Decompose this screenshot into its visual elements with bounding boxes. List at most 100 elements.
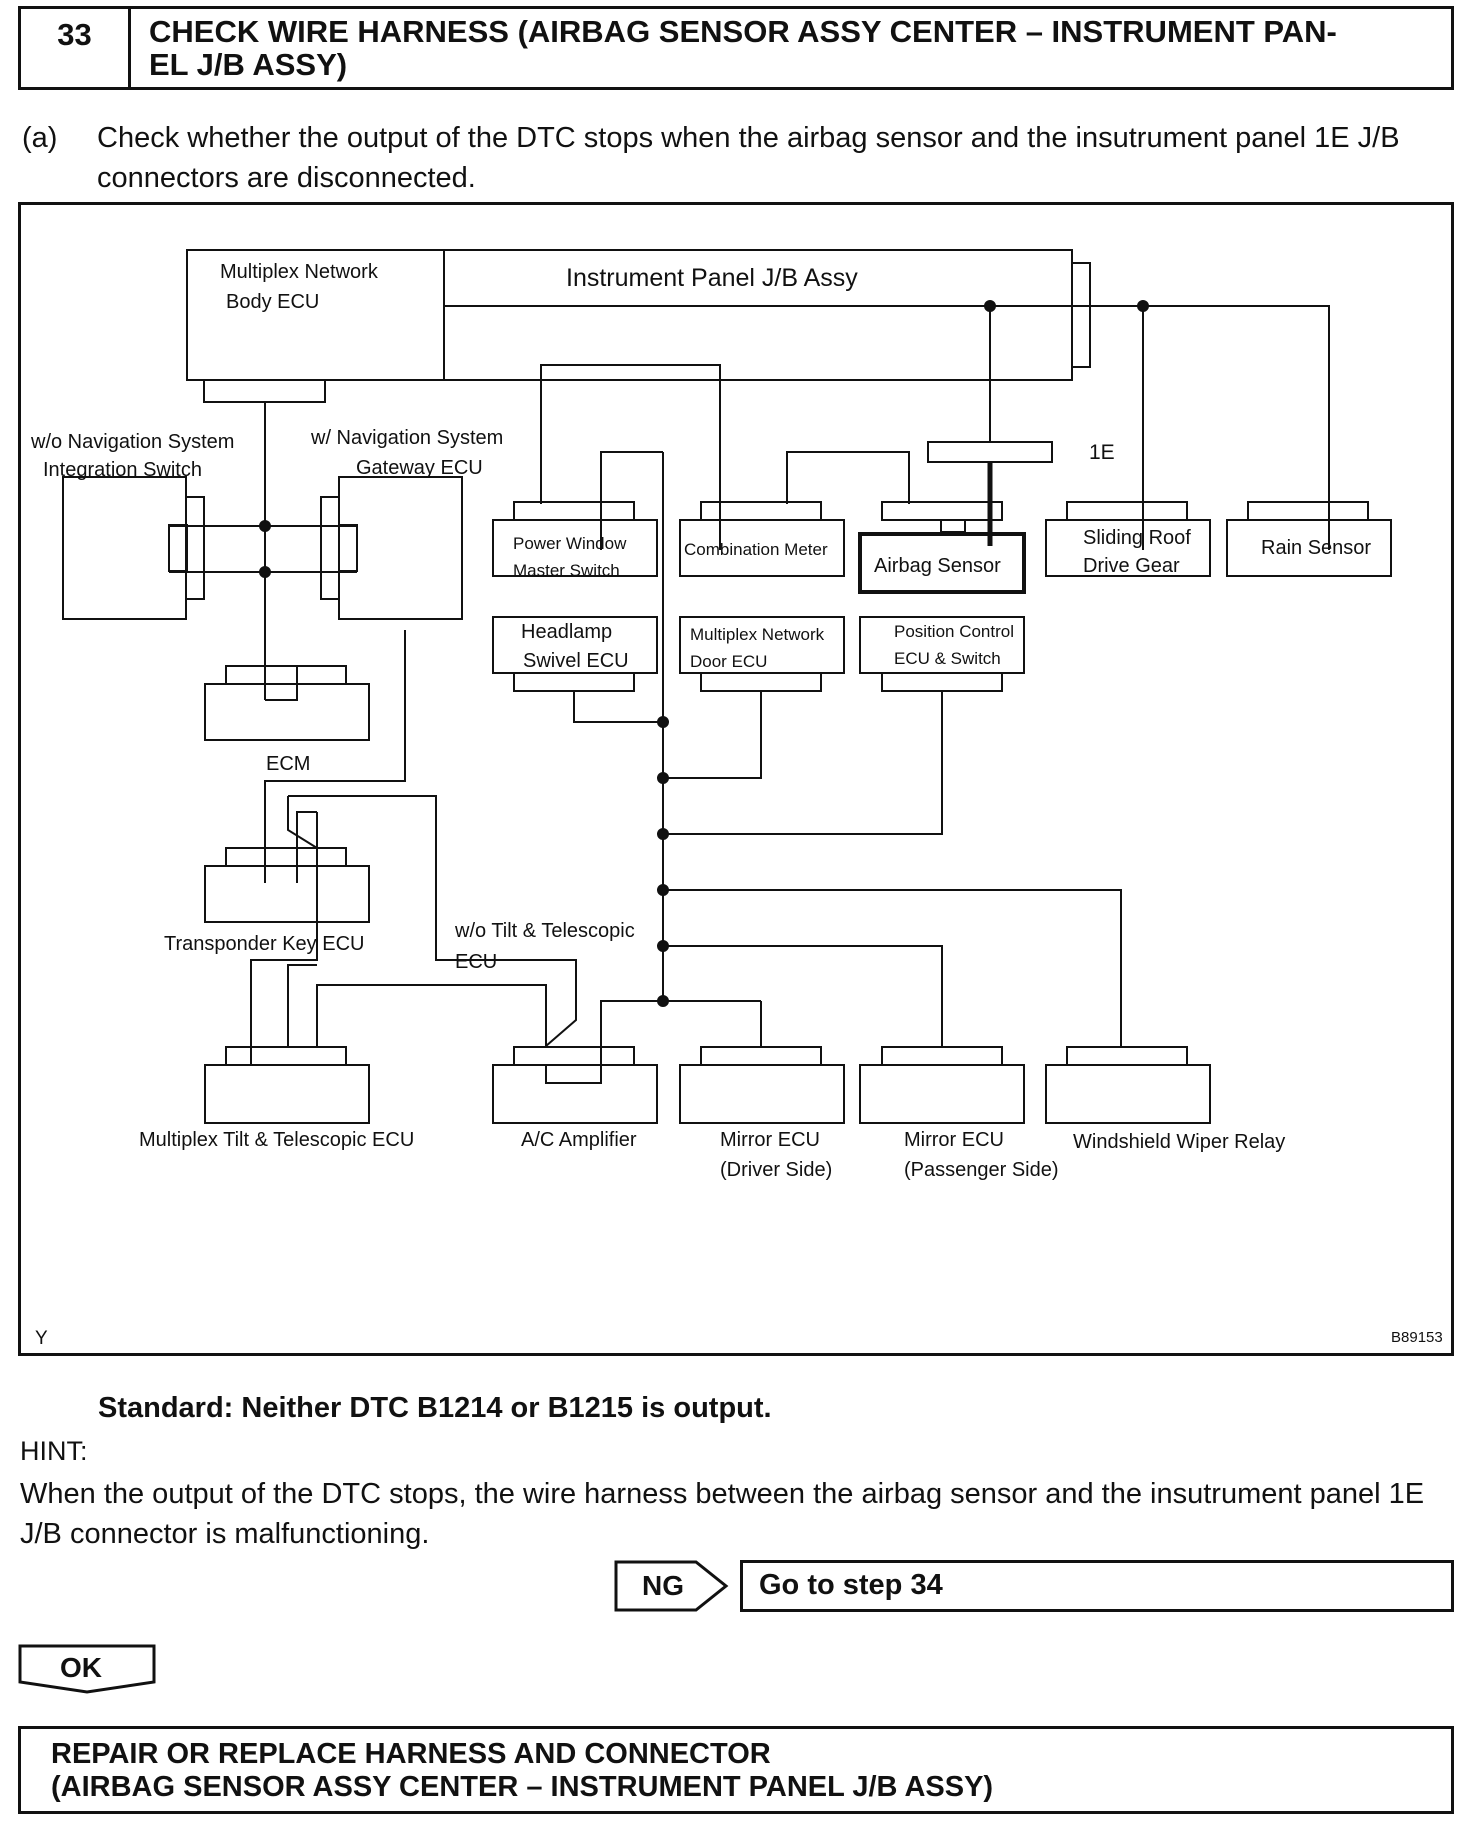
- body-ecu-connector: [203, 379, 326, 403]
- mirror-driver-label-1: Mirror ECU: [720, 1129, 820, 1151]
- step-title-line1: CHECK WIRE HARNESS (AIRBAG SENSOR ASSY C…: [149, 14, 1337, 49]
- repair-line1: REPAIR OR REPLACE HARNESS AND CONNECTOR: [51, 1738, 771, 1770]
- sliding-roof-label-1: Sliding Roof: [1083, 527, 1191, 549]
- step-a-marker: (a): [22, 122, 58, 154]
- wiring-diagram-svg: Multiplex Network Body ECU Instrument Pa…: [30, 249, 1443, 1349]
- jb-side-connector: [1071, 262, 1091, 368]
- wo-tilt-label-1: w/o Tilt & Telescopic: [454, 920, 635, 942]
- door-ecu-label-2: Door ECU: [690, 652, 767, 671]
- body-ecu-label-1: Multiplex Network: [220, 261, 379, 283]
- transponder-connector: [225, 847, 347, 867]
- airbag-sensor-box: [858, 532, 1026, 594]
- sliding-roof-connector: [1066, 501, 1188, 521]
- step-header: 33 CHECK WIRE HARNESS (AIRBAG SENSOR ASS…: [18, 6, 1454, 90]
- ok-label: OK: [60, 1652, 102, 1683]
- bus-to-power-window: [600, 451, 663, 550]
- jb-assy-label: Instrument Panel J/B Assy: [566, 264, 858, 292]
- ok-button[interactable]: OK: [18, 1644, 158, 1696]
- w-nav-label-1: w/ Navigation System: [310, 427, 503, 449]
- tilt-ecu-label: Multiplex Tilt & Telescopic ECU: [139, 1129, 414, 1151]
- wo-tilt-label-2: ECU: [455, 951, 497, 973]
- airbag-sensor-connector: [881, 501, 1003, 521]
- power-window-connector: [513, 501, 635, 521]
- transponder-to-ac: [288, 795, 577, 1047]
- headlamp-to-bus: [573, 691, 663, 723]
- wo-nav-label-2: Integration Switch: [43, 459, 202, 481]
- tilt-ecu-connector: [225, 1046, 347, 1066]
- door-to-bus: [663, 691, 762, 779]
- combination-meter-label: Combination Meter: [684, 540, 828, 559]
- transponder-wire-a: [264, 630, 406, 883]
- ecm-label: ECM: [266, 753, 310, 775]
- gateway-ecu-plug: [338, 524, 358, 572]
- gateway-ecu-connector: [320, 496, 340, 600]
- wo-nav-label-1: w/o Navigation System: [30, 431, 234, 453]
- door-ecu-label-1: Multiplex Network: [690, 625, 825, 644]
- headlamp-label-2: Swivel ECU: [523, 650, 629, 672]
- corner-y-label: Y: [35, 1328, 48, 1349]
- transponder-label: Transponder Key ECU: [164, 933, 364, 955]
- standard-text: Standard: Neither DTC B1214 or B1215 is …: [98, 1392, 772, 1424]
- mirror-driver-connector: [700, 1046, 822, 1066]
- power-window-label-2: Master Switch: [513, 561, 620, 580]
- hint-text: When the output of the DTC stops, the wi…: [20, 1478, 1425, 1550]
- sliding-roof-label-2: Drive Gear: [1083, 555, 1180, 577]
- ecm-wire: [265, 666, 298, 701]
- power-window-label-1: Power Window: [513, 534, 627, 553]
- rain-sensor-label: Rain Sensor: [1261, 537, 1371, 559]
- bus-to-wiper: [663, 889, 1122, 1047]
- integration-switch-box: [62, 476, 187, 620]
- ecm-connector: [225, 665, 347, 685]
- transponder-box: [204, 865, 370, 923]
- integration-switch-connector: [185, 496, 205, 600]
- junction-dot: [984, 300, 996, 312]
- go-to-step-link[interactable]: Go to step 34: [740, 1560, 1454, 1612]
- position-label-2: ECU & Switch: [894, 649, 1001, 668]
- combination-meter-connector: [700, 501, 822, 521]
- wiring-diagram: Multiplex Network Body ECU Instrument Pa…: [18, 202, 1454, 1356]
- mirror-pass-label-1: Mirror ECU: [904, 1129, 1004, 1151]
- repair-title: REPAIR OR REPLACE HARNESS AND CONNECTOR …: [51, 1738, 993, 1804]
- junction-dot: [1137, 300, 1149, 312]
- ac-to-bus: [545, 1000, 663, 1084]
- body-ecu-label-2: Body ECU: [226, 291, 319, 313]
- step-title: CHECK WIRE HARNESS (AIRBAG SENSOR ASSY C…: [149, 15, 1439, 81]
- w-nav-label-2: Gateway ECU: [356, 457, 483, 479]
- ac-amplifier-connector: [513, 1046, 635, 1066]
- step-number: 33: [21, 9, 131, 87]
- ng-arrow-icon: NG: [614, 1560, 729, 1612]
- tilt-wire: [287, 964, 317, 1047]
- rain-sensor-connector: [1247, 501, 1369, 521]
- hint-label: HINT:: [20, 1436, 88, 1466]
- jb-to-meter: [540, 364, 721, 550]
- figure-id: B89153: [1391, 1329, 1443, 1346]
- position-to-bus: [663, 691, 943, 835]
- door-ecu-connector: [700, 672, 822, 692]
- mirror-pass-label-2: (Passenger Side): [904, 1159, 1059, 1181]
- mirror-pass-box: [859, 1064, 1025, 1124]
- mirror-pass-connector: [881, 1046, 1003, 1066]
- meter-to-airbag: [786, 451, 910, 504]
- connector-1e: [927, 441, 1053, 463]
- repair-line2: (AIRBAG SENSOR ASSY CENTER – INSTRUMENT …: [51, 1771, 994, 1803]
- tilt-to-ac: [316, 984, 547, 1047]
- airbag-sensor-label: Airbag Sensor: [874, 555, 1001, 577]
- wiper-relay-label: Windshield Wiper Relay: [1073, 1131, 1285, 1153]
- bus-to-mirror-pass: [663, 945, 943, 1047]
- ng-label: NG: [642, 1570, 684, 1601]
- ng-button[interactable]: NG: [614, 1560, 730, 1612]
- transponder-wire-b: [296, 811, 317, 883]
- repair-box: REPAIR OR REPLACE HARNESS AND CONNECTOR …: [18, 1726, 1454, 1814]
- position-control-connector: [881, 672, 1003, 692]
- transponder-to-tilt: [250, 812, 318, 1065]
- mirror-driver-box: [679, 1064, 845, 1124]
- ac-amp-label: A/C Amplifier: [521, 1129, 637, 1151]
- integration-switch-plug: [168, 524, 188, 572]
- mirror-driver-label-2: (Driver Side): [720, 1159, 832, 1181]
- position-label-1: Position Control: [894, 622, 1014, 641]
- airbag-sensor-plug: [940, 519, 966, 533]
- ecm-box: [204, 683, 370, 741]
- ok-arrow-icon: OK: [18, 1644, 156, 1694]
- ac-amplifier-box: [492, 1064, 658, 1124]
- wiper-relay-connector: [1066, 1046, 1188, 1066]
